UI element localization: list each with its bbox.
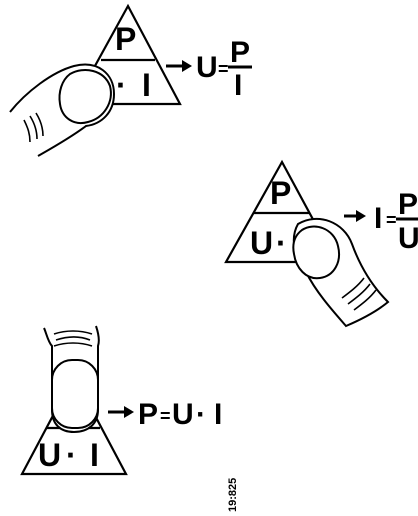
formula-3-result: P [138,398,158,431]
formula-3-equals: = [160,406,171,426]
formula-2-result: I [374,202,382,235]
formula-1-result: U [196,51,218,84]
formula-2-numerator: P [398,188,418,221]
formula-3-dot: · [196,398,206,431]
panel-voltage: P · I U = P I [9,3,252,157]
triangle-3-right-label: I [90,437,99,473]
formula-2-equals: = [386,210,397,230]
formula-1-denominator: I [234,69,242,102]
triangle-3-left-label: U [38,437,61,473]
finger-3-icon [43,325,100,434]
triangle-1-right-label: I [142,67,151,103]
triangle-2-top-label: P [270,175,291,211]
arrow-2-icon [344,210,366,222]
finger-2-icon [292,217,390,328]
panel-current: P U · I = P U [224,159,418,328]
triangle-1-top-label: P [115,21,136,57]
formula-3-term1: U [172,398,194,431]
formula-3-term2: I [214,398,222,431]
arrow-1-icon [166,60,192,72]
figure-code-label: 19:825 [227,478,239,512]
triangle-2-dot: · [276,225,287,261]
formula-1-numerator: P [230,36,250,69]
arrow-3-icon [108,406,134,418]
formula-2-denominator: U [398,222,418,255]
triangle-1-dot: · [116,67,127,103]
triangle-3-dot: · [66,437,77,473]
formula-1-equals: = [218,59,229,79]
triangle-2-left-label: U [250,225,273,261]
panel-power: U · I P = U · I [20,325,222,476]
finger-1-icon [9,63,116,157]
